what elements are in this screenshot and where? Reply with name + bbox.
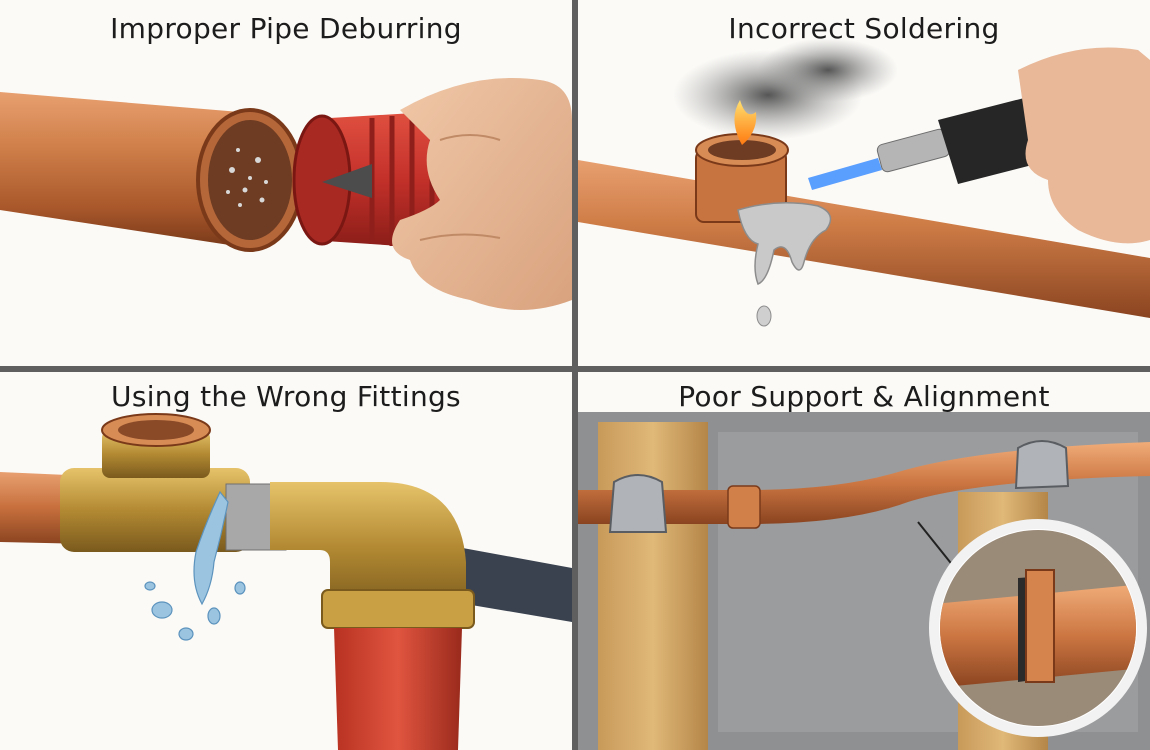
water-leak bbox=[144, 490, 246, 641]
wood-stud-left bbox=[598, 422, 708, 750]
panel-improper-deburring: Improper Pipe Deburring bbox=[0, 0, 572, 366]
brass-tee bbox=[60, 468, 250, 552]
hand bbox=[392, 78, 572, 310]
soldering-illustration bbox=[578, 38, 1150, 327]
burr-shavings bbox=[226, 148, 268, 207]
flame bbox=[734, 100, 757, 145]
pipe-clamp-left bbox=[608, 474, 668, 533]
support-illustration bbox=[578, 412, 1150, 750]
copper-pipe bbox=[0, 92, 240, 246]
panel-wrong-fittings: Using the Wrong Fittings bbox=[0, 372, 572, 750]
red-pipe bbox=[334, 628, 462, 750]
panel-poor-support: Poor Support & Alignment bbox=[578, 372, 1150, 750]
torch-nozzle bbox=[876, 128, 951, 173]
brass-elbow bbox=[270, 482, 466, 612]
solder-drips bbox=[737, 202, 832, 285]
panel-title: Using the Wrong Fittings bbox=[111, 380, 461, 413]
panel-title: Incorrect Soldering bbox=[728, 12, 1000, 45]
divider-horizontal bbox=[0, 366, 1150, 372]
deburring-illustration bbox=[0, 78, 572, 310]
panel-incorrect-soldering: Incorrect Soldering bbox=[578, 0, 1150, 366]
fittings-illustration bbox=[0, 413, 572, 750]
panel-title: Poor Support & Alignment bbox=[678, 380, 1050, 413]
divider-vertical bbox=[572, 0, 578, 750]
hand bbox=[1018, 47, 1150, 244]
tool-blade bbox=[322, 164, 372, 198]
torch-flame bbox=[808, 158, 882, 190]
panel-title: Improper Pipe Deburring bbox=[110, 12, 462, 45]
pipe-clamp-right bbox=[1014, 440, 1070, 490]
copper-pipe bbox=[578, 442, 1150, 524]
